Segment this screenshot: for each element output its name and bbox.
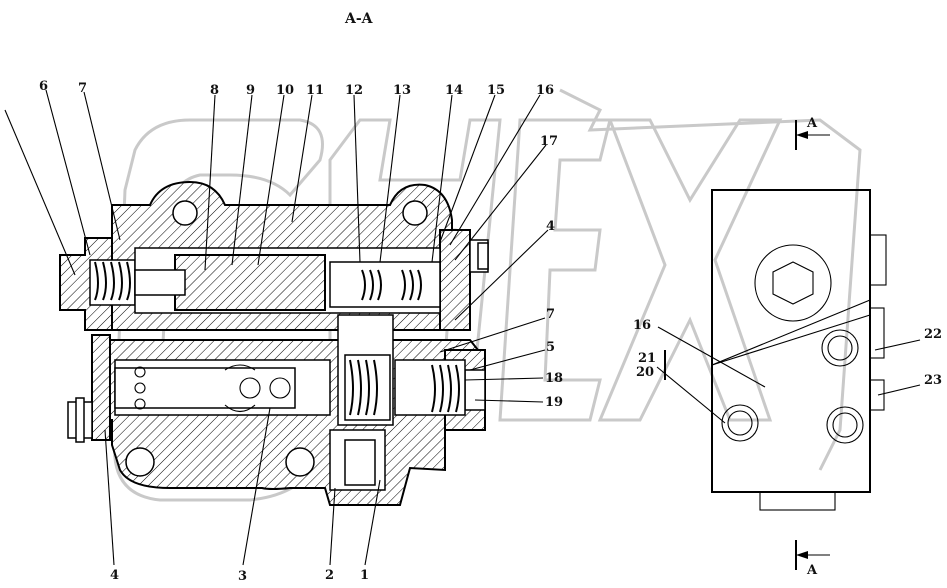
side-view [711, 189, 887, 511]
callouts-bottom: 4 3 2 1 [110, 568, 369, 584]
callout-14: 14 [445, 83, 463, 98]
callout-4-upper: 4 [546, 219, 555, 234]
callout-7-lower: 7 [546, 307, 555, 322]
callout-19: 19 [545, 395, 563, 410]
section-marker-bottom: A [795, 540, 830, 578]
callout-8: 8 [210, 83, 219, 98]
callout-16: 16 [536, 83, 554, 98]
lower-spring [349, 359, 460, 416]
callouts-side-view: 16 21 20 22 23 [633, 318, 942, 388]
callout-15: 15 [487, 83, 505, 98]
callout-3: 3 [238, 569, 247, 584]
callout-7: 7 [78, 81, 87, 96]
callout-21: 21 [638, 351, 656, 366]
svg-text:A: A [806, 563, 818, 578]
callout-1: 1 [360, 568, 369, 583]
valve-section [59, 180, 489, 506]
callout-4-bottom: 4 [110, 568, 119, 583]
section-title: A-A [344, 11, 374, 27]
callout-22: 22 [924, 327, 942, 342]
callout-6: 6 [39, 79, 48, 94]
callout-2: 2 [325, 568, 334, 583]
upper-spring [94, 261, 422, 301]
callout-16-side: 16 [633, 318, 651, 333]
callout-20: 20 [636, 365, 654, 380]
callout-11: 11 [306, 83, 324, 98]
callout-17: 17 [540, 134, 558, 149]
section-marker-top: A [795, 116, 830, 150]
callout-18: 18 [545, 371, 563, 386]
callout-9: 9 [246, 83, 255, 98]
callout-5: 5 [546, 340, 555, 355]
svg-text:A: A [806, 116, 818, 131]
callouts-top: 6 7 8 9 10 11 12 13 14 15 16 17 [39, 79, 558, 149]
callout-13: 13 [393, 83, 411, 98]
callout-23: 23 [924, 373, 942, 388]
callouts-right: 4 7 5 18 19 [545, 219, 563, 410]
leader-lines [4, 89, 921, 566]
callout-12: 12 [345, 83, 363, 98]
callout-10: 10 [276, 83, 294, 98]
